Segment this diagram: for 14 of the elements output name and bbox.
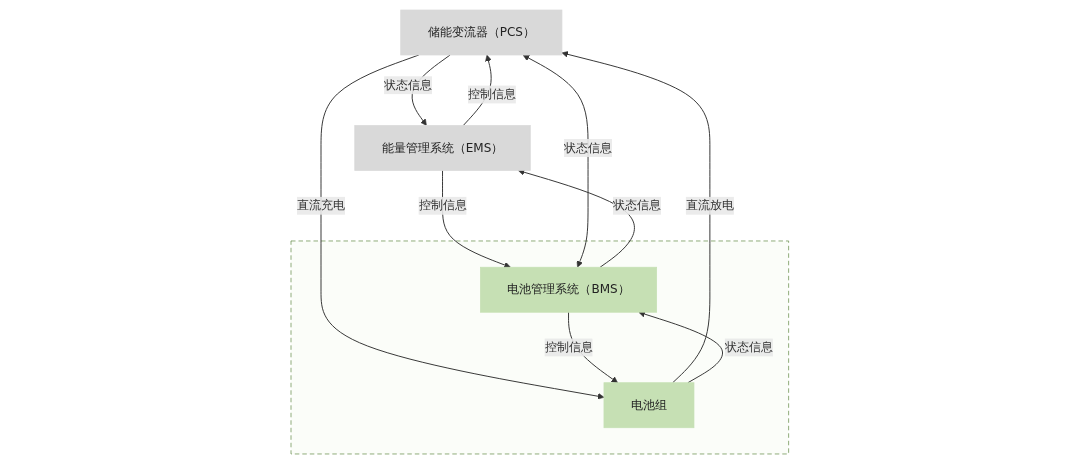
edge-label: 控制信息 bbox=[418, 198, 467, 213]
edge-label: 状态信息 bbox=[384, 77, 433, 93]
edge-label: 状态信息 bbox=[613, 198, 662, 213]
node-box: 能量管理系统（EMS） bbox=[354, 125, 531, 171]
node-box: 电池管理系统（BMS） bbox=[480, 266, 658, 313]
edge-label: 控制信息 bbox=[544, 339, 593, 355]
edge-label: 控制信息 bbox=[468, 87, 517, 102]
edge-label: 状态信息 bbox=[725, 339, 774, 355]
edge-label: 状态信息 bbox=[564, 140, 613, 155]
cluster bbox=[290, 240, 790, 455]
node-box: 电池组 bbox=[603, 382, 695, 429]
edge-label: 直流充电 bbox=[297, 198, 346, 213]
node-box: 储能变流器（PCS） bbox=[400, 9, 563, 56]
edge-label: 直流放电 bbox=[686, 198, 735, 213]
